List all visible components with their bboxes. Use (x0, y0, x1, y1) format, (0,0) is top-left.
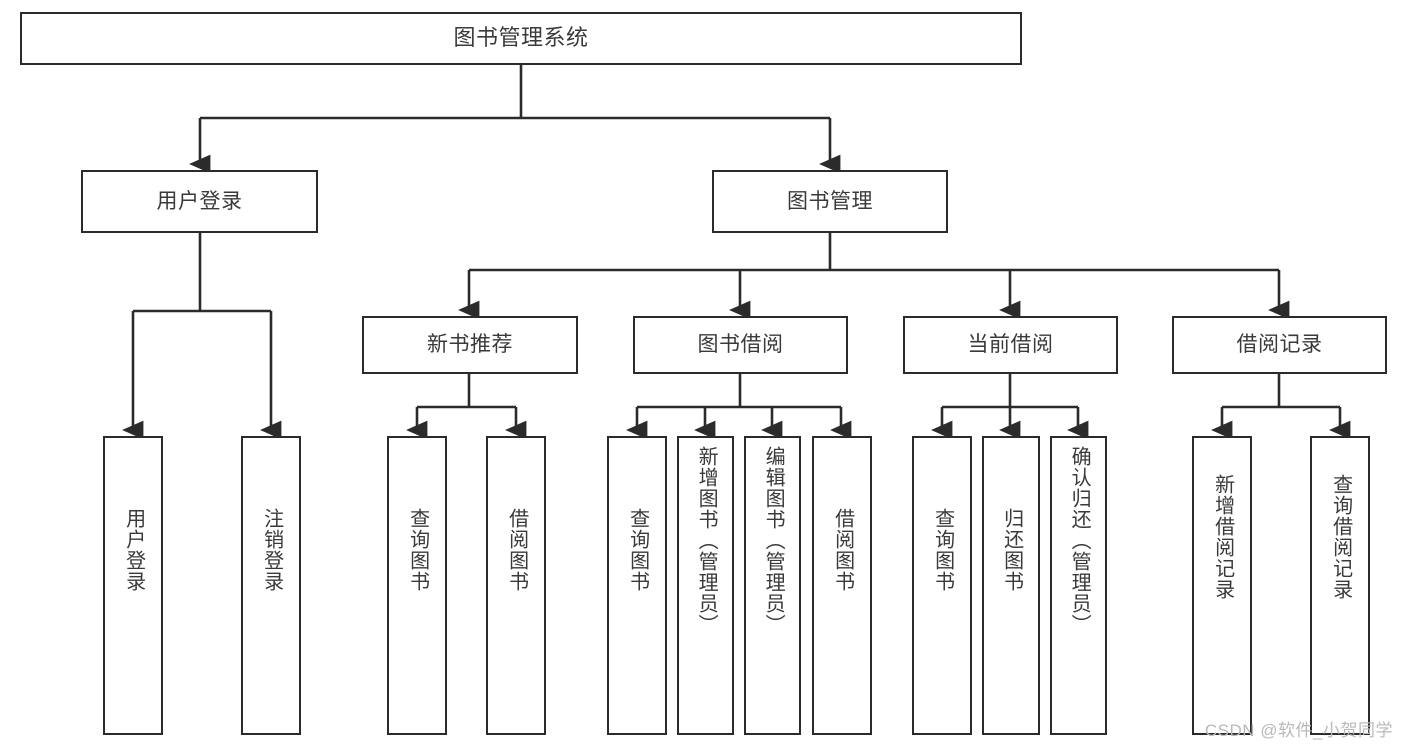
leaf-user-login-signin-label: 用户登录 (122, 508, 145, 592)
leaf-book-borrow-edit-label: 编辑图书（管理员） (762, 446, 785, 635)
node-user-login[interactable]: 用户登录 (81, 170, 318, 233)
node-borrow-record-label: 借阅记录 (1236, 333, 1323, 357)
node-current-borrow[interactable]: 当前借阅 (903, 316, 1118, 374)
leaf-book-borrow-query[interactable]: 查询图书 (607, 436, 667, 735)
leaf-user-login-signin[interactable]: 用户登录 (103, 436, 163, 735)
leaf-book-borrow-edit[interactable]: 编辑图书（管理员） (744, 436, 801, 735)
leaf-borrow-record-query[interactable]: 查询借阅记录 (1310, 436, 1370, 735)
leaf-new-book-query-label: 查询图书 (406, 508, 429, 592)
leaf-borrow-record-add-label: 新增借阅记录 (1211, 474, 1234, 600)
leaf-borrow-record-query-label: 查询借阅记录 (1329, 474, 1352, 600)
leaf-user-login-signout-label: 注销登录 (260, 508, 283, 592)
node-borrow-record[interactable]: 借阅记录 (1172, 316, 1387, 374)
leaf-book-borrow-add[interactable]: 新增图书（管理员） (677, 436, 734, 735)
node-root[interactable]: 图书管理系统 (20, 12, 1022, 65)
leaf-book-borrow-query-label: 查询图书 (626, 508, 649, 592)
leaf-book-borrow-add-label: 新增图书（管理员） (695, 446, 718, 635)
node-book-management-label: 图书管理 (787, 189, 873, 213)
node-new-book-recommend-label: 新书推荐 (427, 333, 513, 357)
leaf-current-borrow-query-label: 查询图书 (931, 508, 954, 592)
node-new-book-recommend[interactable]: 新书推荐 (362, 316, 578, 374)
node-book-borrow-label: 图书借阅 (697, 333, 784, 357)
node-book-management[interactable]: 图书管理 (712, 170, 948, 233)
leaf-current-borrow-query[interactable]: 查询图书 (912, 436, 972, 735)
leaf-current-borrow-return[interactable]: 归还图书 (982, 436, 1040, 735)
leaf-book-borrow-borrow[interactable]: 借阅图书 (812, 436, 872, 735)
leaf-borrow-record-add[interactable]: 新增借阅记录 (1192, 436, 1252, 735)
leaf-current-borrow-confirm[interactable]: 确认归还（管理员） (1050, 436, 1107, 735)
leaf-new-book-query[interactable]: 查询图书 (387, 436, 447, 735)
node-current-borrow-label: 当前借阅 (967, 333, 1054, 357)
leaf-current-borrow-confirm-label: 确认归还（管理员） (1068, 446, 1091, 635)
leaf-book-borrow-borrow-label: 借阅图书 (831, 508, 854, 592)
node-book-borrow[interactable]: 图书借阅 (633, 316, 848, 374)
watermark-text: CSDN @软件_小贺同学 (1204, 721, 1393, 740)
node-root-label: 图书管理系统 (453, 25, 589, 51)
leaf-new-book-borrow[interactable]: 借阅图书 (486, 436, 546, 735)
leaf-user-login-signout[interactable]: 注销登录 (241, 436, 301, 735)
node-user-login-label: 用户登录 (156, 189, 243, 213)
leaf-current-borrow-return-label: 归还图书 (1000, 508, 1023, 592)
leaf-new-book-borrow-label: 借阅图书 (505, 508, 528, 592)
